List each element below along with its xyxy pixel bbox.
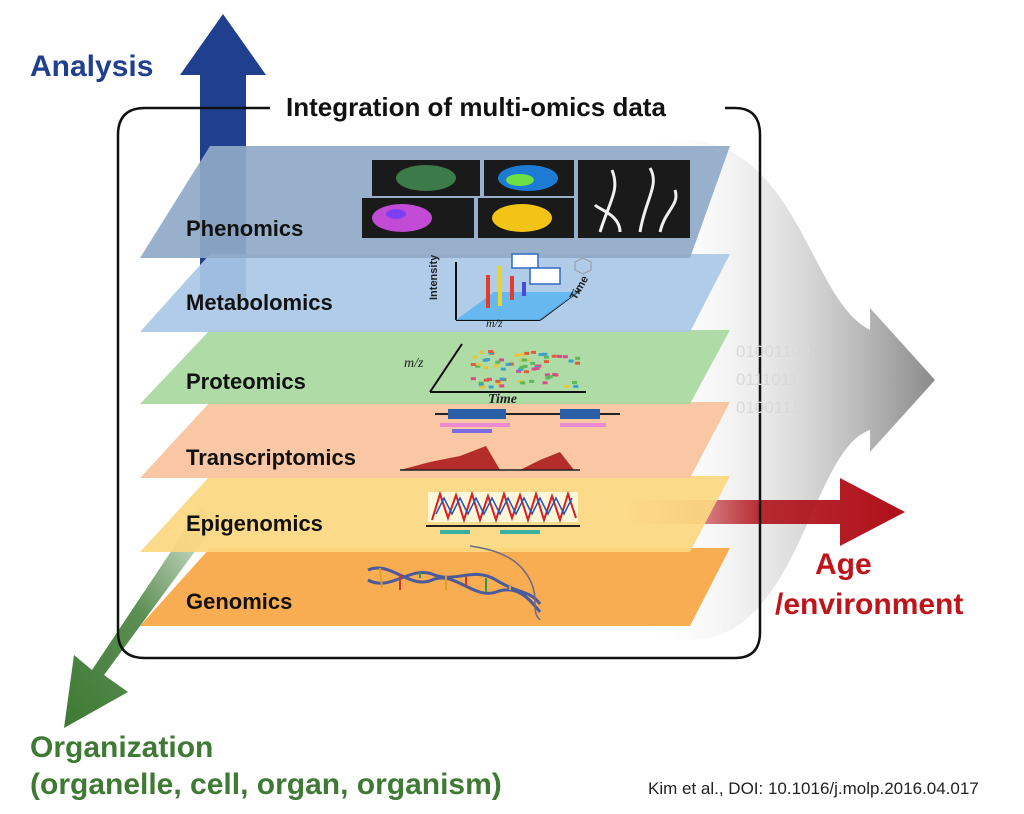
proteomics-spot [547, 375, 553, 379]
proteomics-spot [542, 352, 548, 356]
proteomics-spot [573, 384, 579, 388]
proteomics-spot [479, 350, 484, 354]
integration-bracket [116, 106, 762, 660]
proteomics-spot [500, 367, 506, 371]
proteomics-spot [575, 361, 581, 365]
diagram-title: Integration of multi-omics data [278, 92, 674, 123]
layer-label-epigenomics: Epigenomics [186, 511, 323, 536]
binary-line-1: 01001100 [736, 342, 811, 361]
proteomics-spot [470, 377, 476, 381]
age-axis-label: Age [815, 548, 872, 581]
proteomics-spot [562, 355, 568, 359]
layer-proteomics [140, 330, 730, 404]
analysis-axis-label: Analysis [30, 50, 154, 83]
proteomics-spot [485, 358, 490, 362]
proteomics-spot [538, 353, 544, 357]
organization-arrow [64, 508, 218, 728]
proteomics-spot [483, 366, 489, 369]
proteomics-spot [499, 384, 505, 388]
proteomics-spot [542, 381, 548, 385]
layer-label-proteomics: Proteomics [186, 369, 306, 394]
layer-label-transcriptomics: Transcriptomics [186, 445, 356, 470]
proteomics-spot [477, 362, 483, 366]
proteomics-spot [488, 350, 494, 353]
proteomics-scatter [429, 343, 586, 393]
metabolomics-y-axis-label: Intensity [428, 254, 440, 300]
proteomics-spot [496, 381, 502, 385]
proteomics-spot [531, 367, 537, 371]
proteomics-spot [499, 377, 505, 381]
metabolomics-spectrum [455, 253, 592, 321]
proteomics-spot [519, 358, 524, 362]
proteomics-spot [493, 364, 499, 368]
organization-axis-label: Organization [30, 731, 214, 764]
proteomics-spot [519, 353, 525, 357]
proteomics-spot [524, 351, 530, 355]
proteomics-spot [520, 381, 526, 385]
proteomics-spot [523, 370, 529, 374]
proteomics-y-axis-label: m/z [404, 356, 424, 371]
proteomics-spot [531, 350, 536, 354]
transcriptomics-tracks [400, 409, 620, 471]
proteomics-spot [521, 358, 527, 362]
proteomics-spot [514, 353, 520, 357]
proteomics-spot [472, 355, 478, 359]
proteomics-spot [524, 358, 530, 362]
proteomics-spot [470, 363, 476, 366]
genomics-dna [367, 545, 542, 621]
proteomics-spot [483, 378, 489, 382]
proteomics-spot [568, 359, 574, 363]
proteomics-spot [495, 360, 501, 364]
proteomics-spot [499, 358, 504, 362]
proteomics-spot [479, 385, 485, 389]
proteomics-spot [572, 381, 577, 384]
metabolomics-x-axis-label: m/z [486, 316, 503, 330]
age-arrow [620, 478, 905, 546]
layer-label-metabolomics: Metabolomics [186, 290, 333, 315]
layer-label-phenomics: Phenomics [186, 216, 304, 241]
proteomics-spot [505, 362, 511, 366]
proteomics-spot [543, 360, 549, 364]
proteomics-spot [486, 377, 492, 381]
layer-transcriptomics [140, 402, 730, 478]
proteomics-spot [508, 362, 514, 366]
proteomics-x-axis-label: Time [488, 392, 518, 407]
proteomics-spot [564, 384, 570, 388]
layer-label-genomics: Genomics [186, 589, 293, 614]
proteomics-spot [530, 361, 536, 365]
proteomics-spot [557, 354, 562, 358]
proteomics-spot [518, 367, 524, 371]
proteomics-spot [519, 365, 525, 369]
proteomics-spot [552, 373, 558, 377]
proteomics-spot [522, 364, 528, 368]
citation: Kim et al., DOI: 10.1016/j.molp.2016.04.… [648, 779, 979, 798]
phenomics-images [362, 160, 690, 238]
proteomics-spot [475, 364, 481, 368]
proteomics-spot [575, 356, 581, 360]
proteomics-spot [495, 379, 501, 383]
proteomics-spot [544, 373, 550, 377]
proteomics-spot [478, 381, 484, 385]
proteomics-spot [551, 354, 557, 358]
proteomics-spot [543, 355, 549, 359]
epigenomics-tracks [426, 490, 580, 534]
proteomics-spot [488, 385, 494, 389]
binary-line-2: 01110110 [736, 370, 808, 389]
environment-axis-label: /environment [775, 588, 964, 621]
proteomics-spot [529, 379, 535, 383]
binary-line-3: 01001110 [736, 398, 810, 417]
proteomics-spot [478, 383, 484, 387]
proteomics-spot [516, 369, 522, 373]
layer-genomics [140, 548, 730, 626]
proteomics-spot [534, 366, 540, 370]
organization-axis-sublabel: (organelle, cell, organ, organism) [30, 768, 502, 801]
